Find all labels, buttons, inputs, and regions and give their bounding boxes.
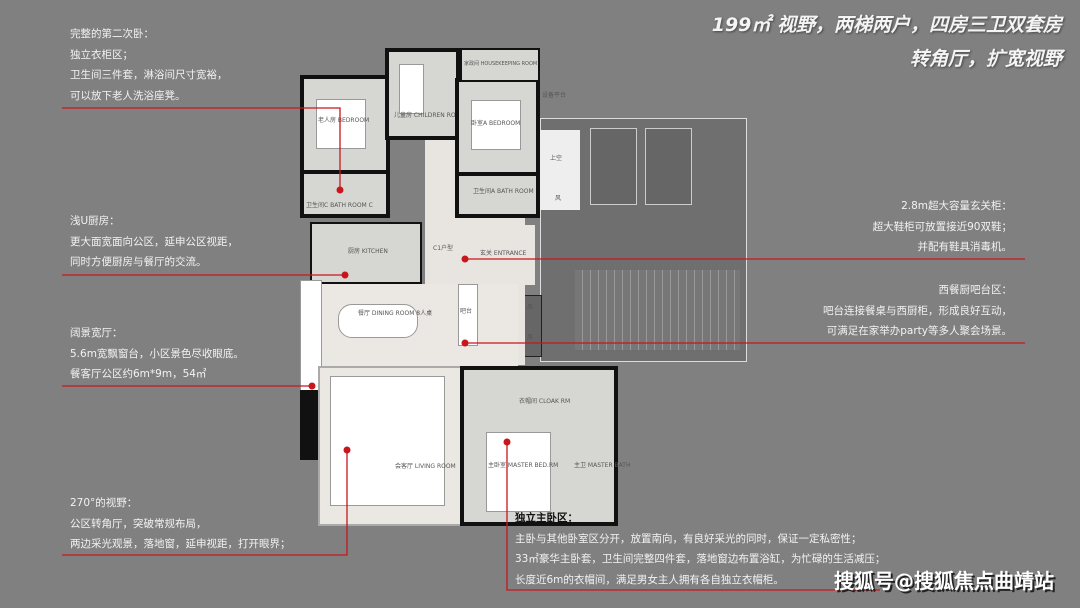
note-line: 两边采光观景，落地窗，延申视距，打开眼界； [70, 538, 291, 550]
room-elder: 老人房 BEDROOM [300, 75, 390, 175]
note-line: 独立衣柜区； [70, 48, 133, 61]
note-kitchen: 浅U厨房： 更大面宽面向公区，延申公区视距， 同时方便厨房与餐厅的交流。 [70, 211, 238, 273]
room-label: 衣帽间 CLOAK RM [519, 398, 571, 405]
headline-1: 199㎡ 视野，两梯两户，四房三卫双套房 [711, 14, 1062, 36]
room-label: 主卫 MASTER BATH [574, 462, 631, 469]
room-label: 家政间 HOUSEKEEPING ROOM [464, 61, 538, 67]
void-label: 上空 [550, 155, 563, 162]
void-area: 上空风 [540, 130, 580, 210]
headline-2: 转角厅，扩宽视野 [909, 48, 1062, 70]
wind-label: 风 [527, 304, 534, 311]
note-view: 270°的视野： 公区转角厅，突破常规布局， 两边采光观景，落地窗，延申视距，打开眼… [70, 493, 291, 555]
marker-dot [343, 446, 351, 454]
note-line: 同时方便厨房与餐厅的交流。 [70, 256, 207, 268]
room-entrance: 玄关 ENTRANCE [460, 225, 535, 285]
note-line: 长度近6m的衣帽间，满足男女主人拥有各自独立衣帽柜。 [515, 573, 784, 586]
wall [300, 390, 318, 460]
marker-dot [336, 186, 344, 194]
note-master: 独立主卧区： 主卧与其他卧室区分开，放置南向，有良好采光的同时，保证一定私密性； 3… [515, 508, 885, 590]
room-label: 餐厅 DINING ROOM 8人桌 [358, 310, 433, 317]
dining-table [338, 304, 418, 338]
note-line: 并配有鞋具消毒机。 [917, 241, 1013, 253]
room-label: 卧室A BEDROOM [471, 120, 521, 127]
room-label: 会客厅 LIVING ROOM [395, 463, 456, 470]
corridor-label: C1户型 [433, 245, 454, 252]
note-line: 阔景宽厅： [70, 327, 123, 339]
marker-dot [341, 271, 349, 279]
room-label: 主卧室 MASTER BED.RM [488, 462, 559, 469]
wind-label: 风 [555, 195, 562, 202]
marker-dot [503, 438, 511, 446]
room-dining: 餐厅 DINING ROOM 8人桌 吧台 [318, 284, 518, 366]
room-bath-c: 卫生间C BATH ROOM C [300, 170, 390, 218]
note-heading: 独立主卧区： [515, 512, 578, 524]
note-line: 公区转角厅，突破常规布局， [70, 517, 207, 530]
wind-label: 风 [527, 334, 534, 341]
note-line: 33㎡豪华主卧套，卫生间完整四件套，落地窗边布置浴缸，为忙碌的生活减压； [515, 553, 886, 565]
note-line: 可满足在家举办party等多人聚会场景。 [826, 325, 1012, 337]
leader-line-master [506, 442, 880, 591]
note-bar: 西餐厨吧台区： 吧台连接餐桌与西厨柜，形成良好互动， 可满足在家举办party等多人… [823, 280, 1012, 342]
bar-counter [458, 284, 478, 346]
room-label: 厨房 KITCHEN [348, 248, 388, 255]
note-line: 超大鞋柜可放置接近90双鞋； [872, 220, 1012, 233]
marker-dot [461, 339, 469, 347]
note-line: 5.6m宽飘窗台，小区景色尽收眼底。 [70, 347, 244, 360]
stairs [575, 270, 740, 350]
master-bed [486, 432, 551, 512]
room-housekeeping: 家政间 HOUSEKEEPING ROOM [460, 48, 540, 82]
platform-label: 设备平台 [542, 92, 567, 99]
note-second-bedroom: 完整的第二次卧： 独立衣柜区； 卫生间三件套，淋浴间尺寸宽裕， 可以放下老人洗浴座凳。 [70, 24, 228, 106]
note-living: 阔景宽厅： 5.6m宽飘窗台，小区景色尽收眼底。餐客厅公区约6m*9m，54㎡ [70, 323, 244, 385]
room-label: 老人房 BEDROOM [318, 117, 370, 124]
elevator-2 [645, 128, 692, 205]
room-kitchen: 厨房 KITCHEN [310, 222, 422, 284]
note-line: 可以放下老人洗浴座凳。 [70, 89, 186, 102]
leader-line-second-bedroom [62, 107, 341, 190]
elevator-1 [590, 128, 637, 205]
note-line: 浅U厨房： [70, 215, 120, 227]
leader-line-view [62, 450, 348, 556]
living-furniture [330, 376, 445, 506]
room-label: 玄关 ENTRANCE [480, 250, 527, 257]
room-bath-a: 卫生间A BATH ROOM [455, 172, 540, 218]
note-line: 西餐厨吧台区： [938, 284, 1013, 296]
note-line: 主卧与其他卧室区分开，放置南向，有良好采光的同时，保证一定私密性； [515, 532, 862, 545]
note-line: 吧台连接餐桌与西厨柜，形成良好互动， [823, 304, 1012, 317]
room-label: 儿童房 CHILDREN ROOM [394, 112, 466, 119]
marker-dot [308, 382, 316, 390]
room-label: 卫生间C BATH ROOM C [306, 202, 373, 209]
note-line: 完整的第二次卧： [70, 28, 154, 40]
note-line: 2.8m超大容量玄关柜： [901, 200, 1012, 212]
room-label: 吧台 [460, 308, 473, 315]
room-label: 卫生间A BATH ROOM [473, 188, 534, 195]
marker-dot [461, 255, 469, 263]
room-living: 会客厅 LIVING ROOM [318, 366, 463, 526]
note-line: 卫生间三件套，淋浴间尺寸宽裕， [70, 69, 228, 81]
room-children: 儿童房 CHILDREN ROOM [385, 48, 466, 140]
note-line: 餐客厅公区约6m*9m，54㎡ [70, 368, 207, 380]
watermark: 搜狐号@搜狐焦点曲靖站 [834, 569, 1054, 593]
note-line: 270°的视野： [70, 497, 138, 509]
master-suite: 衣帽间 CLOAK RM 主卧室 MASTER BED.RM 主卫 MASTER… [460, 366, 630, 526]
note-entrance: 2.8m超大容量玄关柜： 超大鞋柜可放置接近90双鞋； 并配有鞋具消毒机。 [873, 196, 1012, 258]
note-line: 更大面宽面向公区，延申公区视距， [70, 235, 238, 248]
